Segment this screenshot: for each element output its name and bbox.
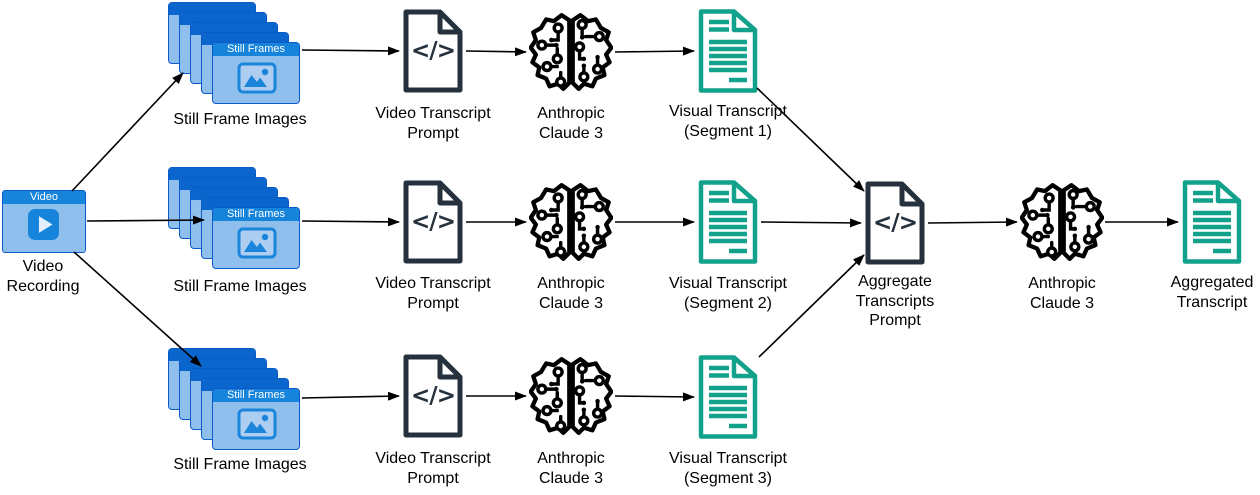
still-frames-stack-3: Still Frames: [168, 348, 300, 450]
image-icon: [237, 62, 277, 94]
image-icon: [237, 227, 277, 259]
still-frames-stack-2: Still Frames: [168, 167, 300, 269]
claude-label-3: Anthropic Claude 3: [537, 450, 605, 487]
claude-brain-icon-1: [529, 11, 613, 93]
still-frames-label-1: Still Frame Images: [173, 111, 307, 128]
visual-transcript-label-2: Visual Transcript (Segment 2): [669, 275, 787, 312]
arrow-stack1-to-prompt1: [301, 46, 400, 56]
video-transcript-prompt-label-3: Video Transcript Prompt: [375, 450, 491, 487]
arrow-claude3-to-segment3: [614, 392, 695, 402]
video-transcript-prompt-icon-1: </>: [402, 9, 464, 93]
claude-label-1: Anthropic Claude 3: [537, 105, 605, 142]
arrow-segment2-to-aggregate: [760, 218, 862, 228]
visual-transcript-icon-3: [697, 355, 759, 439]
video-transcript-prompt-label-2: Video Transcript Prompt: [375, 275, 491, 312]
image-icon: [237, 408, 277, 440]
video-title-bar: Video: [3, 191, 85, 204]
aggregate-transcripts-prompt-icon: </>: [864, 180, 926, 266]
visual-transcript-icon-2: [697, 180, 759, 264]
claude-brain-icon-2: [529, 181, 613, 263]
claude-label-final: Anthropic Claude 3: [1028, 275, 1096, 312]
arrow-stack2-to-prompt2: [301, 217, 400, 227]
still-frames-label-3: Still Frame Images: [173, 456, 307, 473]
still-frame-front: Still Frames: [212, 207, 300, 269]
code-glyph: </>: [411, 383, 456, 409]
still-frame-front: Still Frames: [212, 388, 300, 450]
arrow-claude1-to-segment1: [614, 46, 695, 56]
still-frames-title-bar: Still Frames: [213, 389, 299, 402]
still-frames-label-2: Still Frame Images: [173, 278, 307, 295]
video-recording-label: Video Recording: [6, 258, 80, 295]
arrow-stack3-to-prompt3: [301, 391, 400, 401]
still-frames-stack-1: Still Frames: [168, 2, 300, 104]
visual-transcript-label-1: Visual Transcript (Segment 1): [669, 103, 787, 140]
aggregated-transcript-icon: [1181, 179, 1243, 265]
play-icon: [28, 209, 59, 240]
still-frames-title-bar: Still Frames: [213, 43, 299, 56]
visual-transcript-icon-1: [697, 9, 759, 93]
code-glyph: </>: [411, 209, 456, 235]
code-glyph: </>: [873, 210, 918, 236]
video-recording-icon: Video: [2, 190, 86, 253]
still-frame-front: Still Frames: [212, 42, 300, 104]
arrow-video-to-stack1: [71, 72, 184, 192]
video-transcript-prompt-icon-2: </>: [402, 180, 464, 264]
claude-brain-icon-final: [1020, 181, 1104, 263]
claude-label-2: Anthropic Claude 3: [537, 275, 605, 312]
claude-brain-icon-3: [529, 355, 613, 437]
still-frames-title-bar: Still Frames: [213, 208, 299, 221]
video-transcript-prompt-icon-3: </>: [402, 354, 464, 438]
arrow-prompt1-to-claude1: [465, 47, 527, 57]
code-glyph: </>: [411, 38, 456, 64]
aggregate-transcripts-prompt-label: Aggregate Transcripts Prompt: [855, 273, 935, 330]
aggregated-transcript-label: Aggregated Transcript: [1170, 274, 1254, 311]
video-transcript-prompt-label-1: Video Transcript Prompt: [375, 105, 491, 142]
arrow-aggregate-to-claude: [927, 217, 1018, 227]
visual-transcript-label-3: Visual Transcript (Segment 3): [669, 450, 787, 487]
